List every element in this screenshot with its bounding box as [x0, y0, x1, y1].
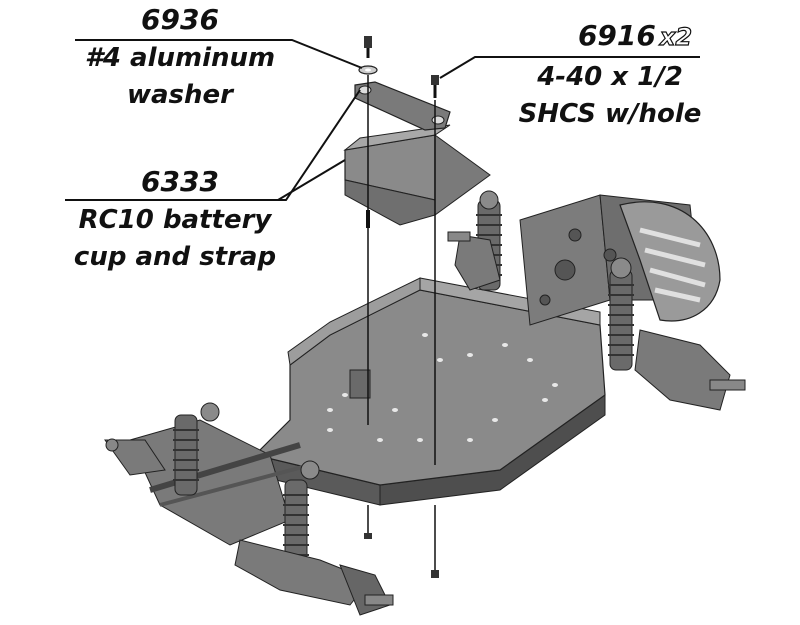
- bottom-screw-left: [364, 533, 372, 539]
- front-left-arm: [104, 438, 166, 476]
- callout-screw-part: 6916: [577, 19, 656, 52]
- chassis-floor: [253, 289, 606, 486]
- screw-right: [431, 75, 439, 98]
- rear-motor-guard: [619, 201, 721, 322]
- rear-right-hub: [634, 329, 746, 411]
- callout-washer-line2: washer: [126, 80, 233, 110]
- leader-lines: [65, 39, 700, 201]
- chassis-left-rim: [287, 277, 421, 366]
- callout-screw-line2: SHCS w/hole: [518, 99, 702, 129]
- bottom-screw-right: [431, 570, 439, 578]
- chassis-post: [349, 369, 371, 399]
- leader-line-cup: [277, 159, 346, 201]
- callout-cup-part-number: 6333: [141, 165, 219, 198]
- rear-right-shock: [608, 257, 634, 371]
- rear-left-hub: [447, 231, 501, 291]
- callout-screw-line1: 4-40 x 1/2: [537, 62, 683, 92]
- assembly-axis-lines: [366, 75, 436, 570]
- callout-screw-quantity: x2: [659, 23, 693, 51]
- front-right-shock: [283, 460, 320, 566]
- chassis-floor-holes: [327, 333, 558, 442]
- screw-left: [364, 36, 372, 58]
- leader-line-washer: [75, 39, 363, 69]
- aluminum-washer: [358, 65, 378, 75]
- front-right-arm: [234, 539, 394, 616]
- leader-line-screw: [439, 56, 700, 79]
- leader-line-cup-strap: [65, 89, 361, 201]
- callout-washer-part-number: 6936: [141, 3, 219, 36]
- callout-washer-line1: #4 aluminum: [84, 43, 276, 73]
- callout-cup-line2: cup and strap: [73, 242, 277, 272]
- callout-cup-line1: RC10 battery: [78, 205, 272, 235]
- chassis-tub: [253, 277, 606, 506]
- front-left-shock: [173, 402, 220, 496]
